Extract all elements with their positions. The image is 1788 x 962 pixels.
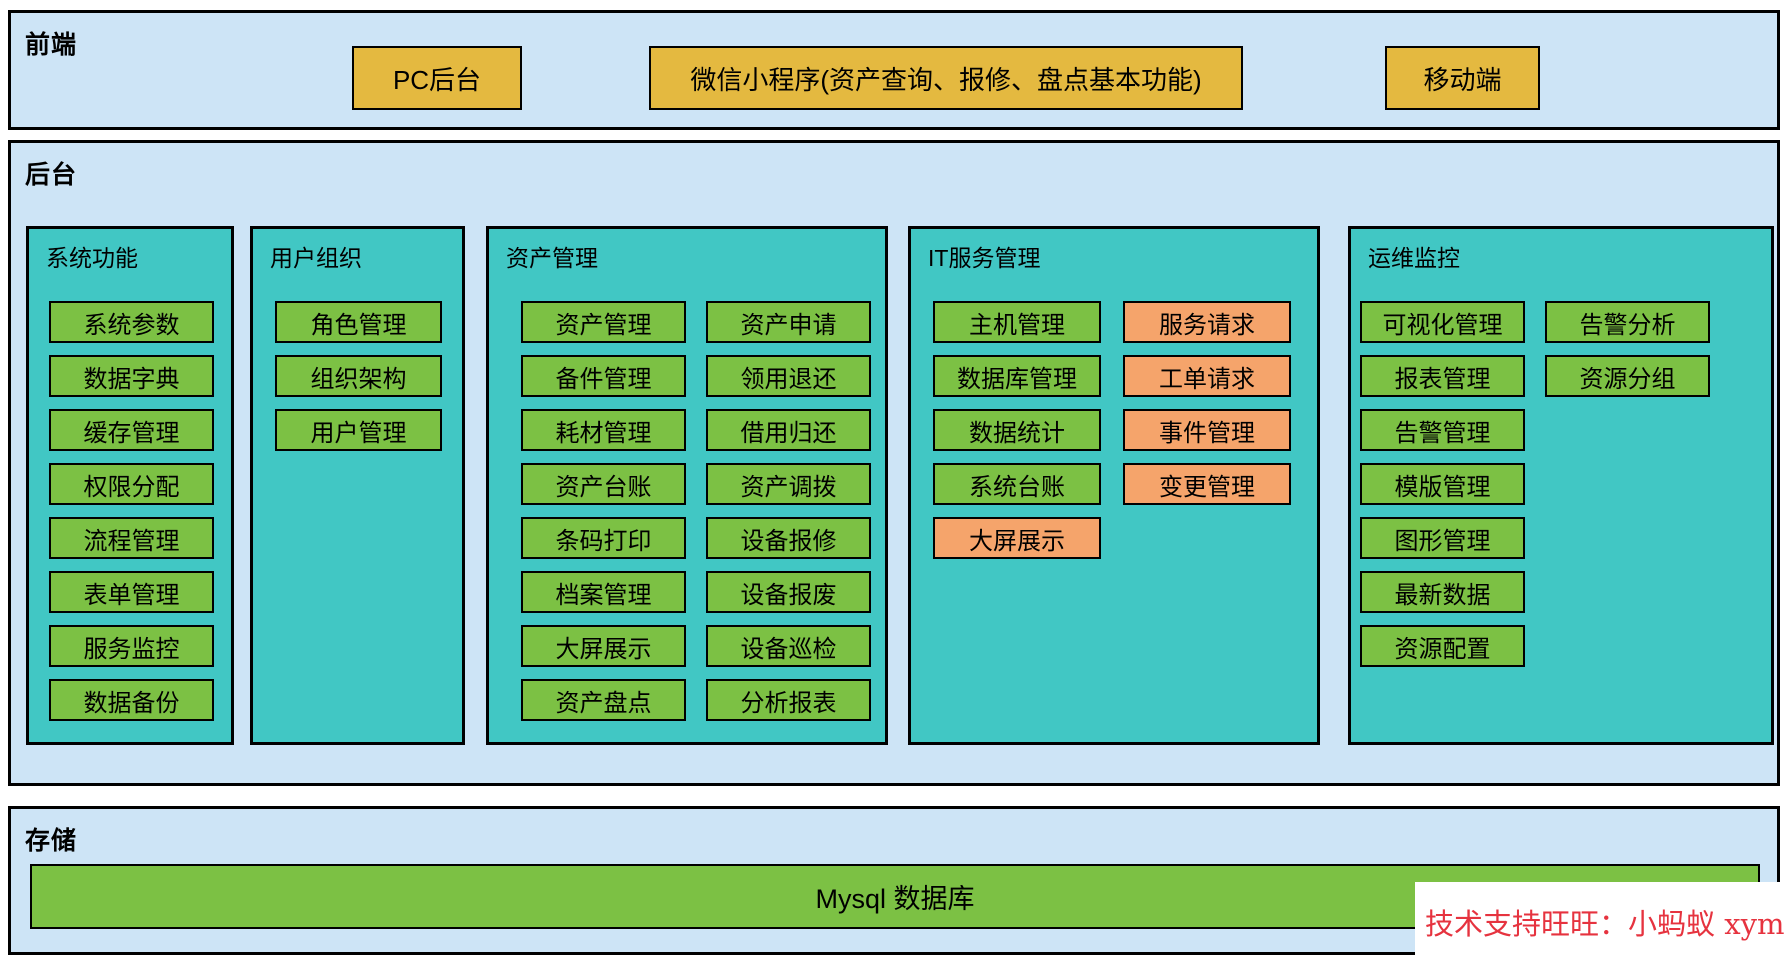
module-button: 组织架构 xyxy=(275,355,442,397)
module-button: 大屏展示 xyxy=(933,517,1101,559)
module-button: 数据字典 xyxy=(49,355,214,397)
module-button: 耗材管理 xyxy=(521,409,686,451)
panel-button-columns: 角色管理组织架构用户管理 xyxy=(253,301,462,463)
module-button: 最新数据 xyxy=(1360,571,1525,613)
frontend-section-title: 前端 xyxy=(25,31,78,59)
module-button: 告警管理 xyxy=(1360,409,1525,451)
backend-section-title: 后台 xyxy=(25,161,78,189)
module-button: 权限分配 xyxy=(49,463,214,505)
panel-system-functions: 系统功能 系统参数数据字典缓存管理权限分配流程管理表单管理服务监控数据备份 xyxy=(26,226,234,745)
module-button: 资产申请 xyxy=(706,301,871,343)
panel-button-columns: 主机管理数据库管理数据统计系统台账大屏展示服务请求工单请求事件管理变更管理 xyxy=(911,301,1317,571)
module-button: 事件管理 xyxy=(1123,409,1291,451)
module-button: 数据库管理 xyxy=(933,355,1101,397)
panel-it-service-management: IT服务管理 主机管理数据库管理数据统计系统台账大屏展示服务请求工单请求事件管理… xyxy=(908,226,1320,745)
frontend-box-mobile: 移动端 xyxy=(1385,46,1540,110)
panel-button-column: 资产申请领用退还借用归还资产调拨设备报修设备报废设备巡检分析报表 xyxy=(706,301,871,733)
module-button: 变更管理 xyxy=(1123,463,1291,505)
module-button: 设备巡检 xyxy=(706,625,871,667)
module-button: 系统台账 xyxy=(933,463,1101,505)
module-button: 资产管理 xyxy=(521,301,686,343)
module-button: 设备报修 xyxy=(706,517,871,559)
panel-button-column: 服务请求工单请求事件管理变更管理 xyxy=(1123,301,1291,571)
module-button: 报表管理 xyxy=(1360,355,1525,397)
module-button: 资源分组 xyxy=(1545,355,1710,397)
module-button: 设备报废 xyxy=(706,571,871,613)
panel-title: 用户组织 xyxy=(270,245,362,271)
module-button: 主机管理 xyxy=(933,301,1101,343)
panel-user-organization: 用户组织 角色管理组织架构用户管理 xyxy=(250,226,465,745)
module-button: 档案管理 xyxy=(521,571,686,613)
module-button: 可视化管理 xyxy=(1360,301,1525,343)
module-button: 系统参数 xyxy=(49,301,214,343)
panel-title: IT服务管理 xyxy=(928,245,1041,271)
watermark-text: 技术支持旺旺：小蚂蚁 xym xyxy=(1415,882,1788,962)
module-button: 资产台账 xyxy=(521,463,686,505)
panel-button-columns: 系统参数数据字典缓存管理权限分配流程管理表单管理服务监控数据备份 xyxy=(29,301,231,733)
panel-asset-management: 资产管理 资产管理备件管理耗材管理资产台账条码打印档案管理大屏展示资产盘点资产申… xyxy=(486,226,888,745)
panel-title: 系统功能 xyxy=(46,245,138,271)
backend-section: 后台 系统功能 系统参数数据字典缓存管理权限分配流程管理表单管理服务监控数据备份… xyxy=(8,140,1780,786)
module-button: 角色管理 xyxy=(275,301,442,343)
module-button: 模版管理 xyxy=(1360,463,1525,505)
panel-button-column: 可视化管理报表管理告警管理模版管理图形管理最新数据资源配置 xyxy=(1360,301,1525,679)
module-button: 用户管理 xyxy=(275,409,442,451)
panel-title: 运维监控 xyxy=(1368,245,1460,271)
module-button: 告警分析 xyxy=(1545,301,1710,343)
panel-button-column: 告警分析资源分组 xyxy=(1545,301,1710,679)
frontend-box-wechat-miniprogram: 微信小程序(资产查询、报修、盘点基本功能) xyxy=(649,46,1243,110)
module-button: 服务监控 xyxy=(49,625,214,667)
panel-title: 资产管理 xyxy=(506,245,598,271)
module-button: 流程管理 xyxy=(49,517,214,559)
module-button: 领用退还 xyxy=(706,355,871,397)
panel-button-column: 主机管理数据库管理数据统计系统台账大屏展示 xyxy=(933,301,1101,571)
module-button: 资产盘点 xyxy=(521,679,686,721)
module-button: 服务请求 xyxy=(1123,301,1291,343)
frontend-section: 前端 PC后台 微信小程序(资产查询、报修、盘点基本功能) 移动端 xyxy=(8,10,1780,130)
module-button: 分析报表 xyxy=(706,679,871,721)
module-button: 缓存管理 xyxy=(49,409,214,451)
module-button: 借用归还 xyxy=(706,409,871,451)
frontend-box-pc-admin: PC后台 xyxy=(352,46,522,110)
panel-button-column: 资产管理备件管理耗材管理资产台账条码打印档案管理大屏展示资产盘点 xyxy=(521,301,686,733)
module-button: 大屏展示 xyxy=(521,625,686,667)
module-button: 图形管理 xyxy=(1360,517,1525,559)
module-button: 资产调拨 xyxy=(706,463,871,505)
panel-button-column: 系统参数数据字典缓存管理权限分配流程管理表单管理服务监控数据备份 xyxy=(49,301,214,733)
storage-section-title: 存储 xyxy=(25,827,78,855)
module-button: 数据备份 xyxy=(49,679,214,721)
module-button: 备件管理 xyxy=(521,355,686,397)
panel-button-columns: 资产管理备件管理耗材管理资产台账条码打印档案管理大屏展示资产盘点资产申请领用退还… xyxy=(489,301,885,733)
module-button: 条码打印 xyxy=(521,517,686,559)
module-button: 资源配置 xyxy=(1360,625,1525,667)
panel-button-columns: 可视化管理报表管理告警管理模版管理图形管理最新数据资源配置告警分析资源分组 xyxy=(1351,301,1771,679)
module-button: 数据统计 xyxy=(933,409,1101,451)
panel-ops-monitoring: 运维监控 可视化管理报表管理告警管理模版管理图形管理最新数据资源配置告警分析资源… xyxy=(1348,226,1774,745)
module-button: 工单请求 xyxy=(1123,355,1291,397)
panel-button-column: 角色管理组织架构用户管理 xyxy=(275,301,442,463)
module-button: 表单管理 xyxy=(49,571,214,613)
